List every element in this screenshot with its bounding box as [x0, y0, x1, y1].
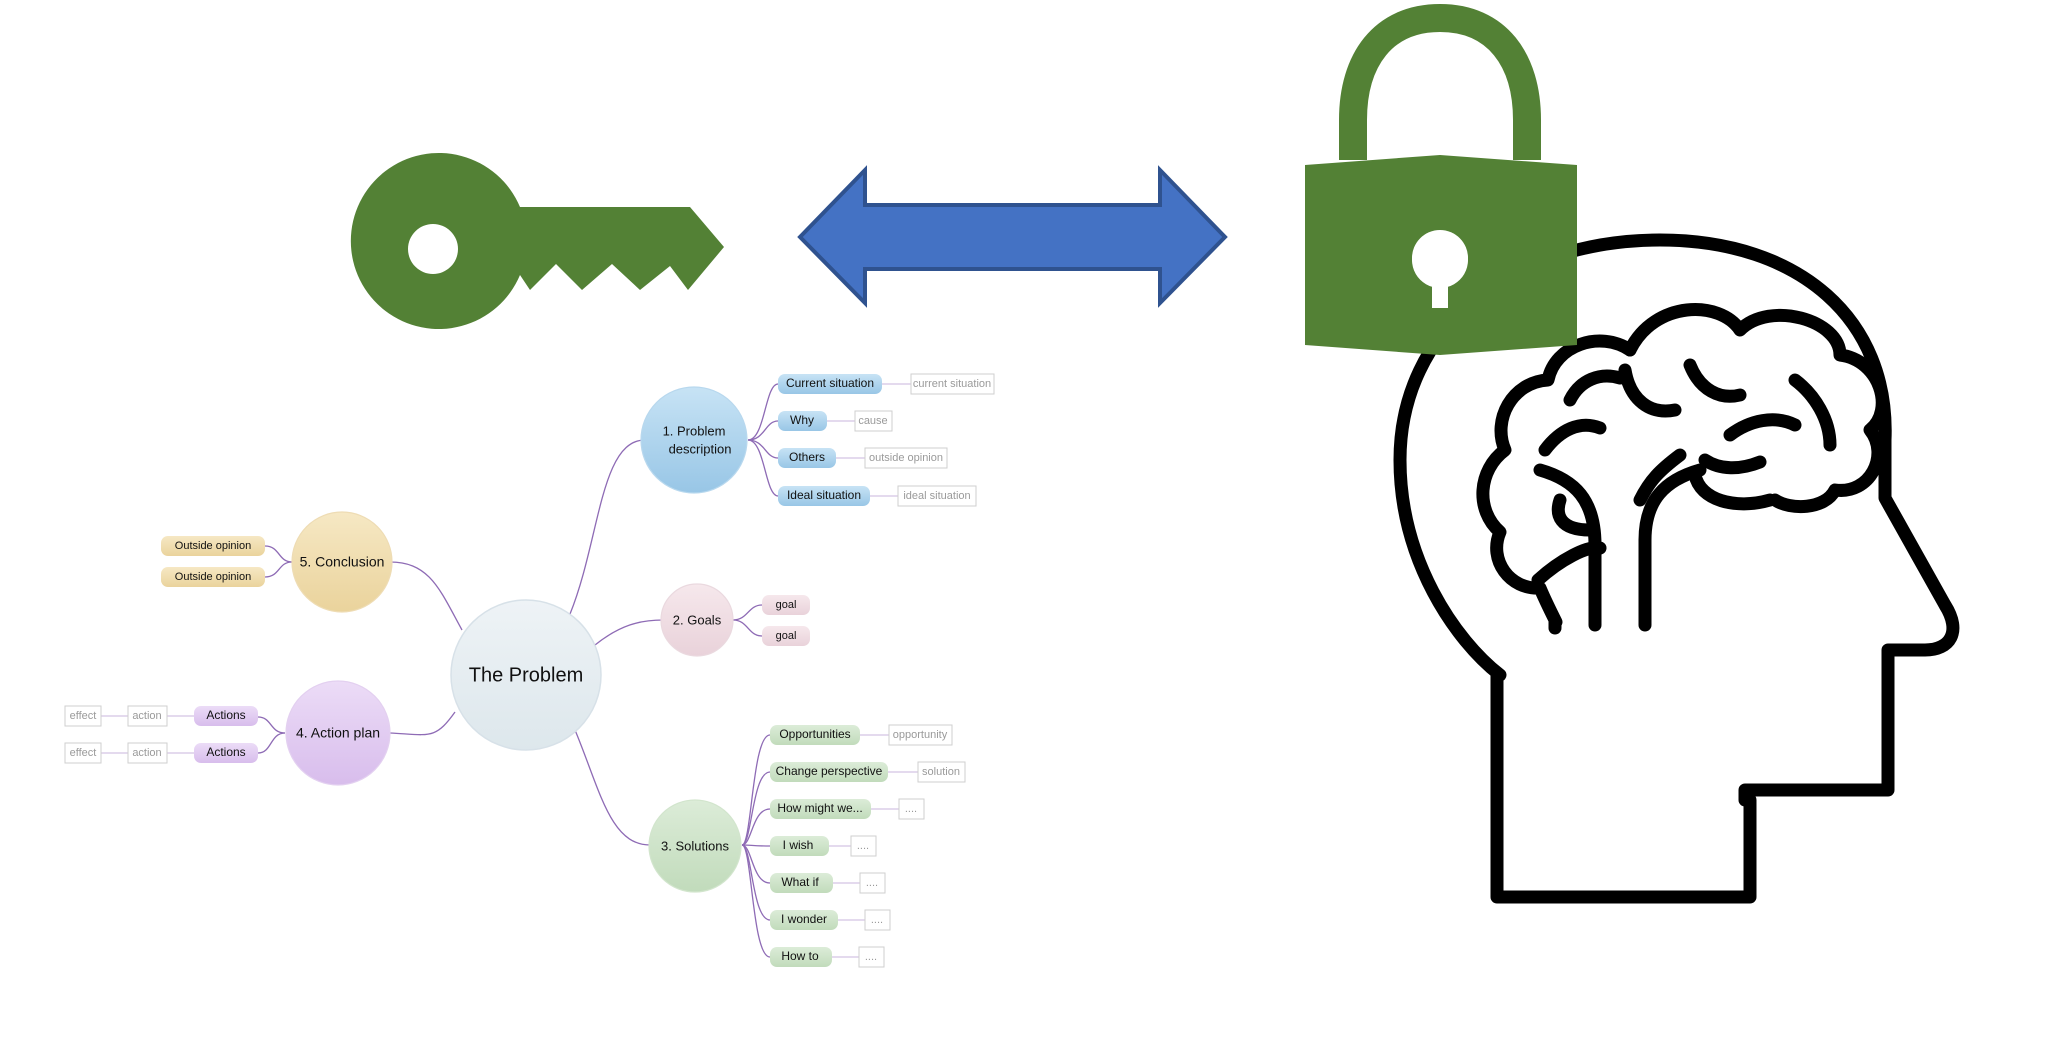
list-item[interactable]: I wonder: [770, 910, 838, 930]
branch-action-plan[interactable]: 4. Action plan: [285, 680, 391, 786]
list-item[interactable]: I wish: [770, 836, 829, 856]
branch-conclusion[interactable]: 5. Conclusion: [291, 511, 393, 613]
pill-label: I wonder: [781, 912, 827, 926]
action-items: Actions Actions action action effect eff…: [64, 705, 258, 764]
note-label: effect: [70, 747, 97, 759]
list-item[interactable]: What if: [770, 873, 833, 893]
list-item[interactable]: Outside opinion: [161, 567, 265, 587]
pill-label: How to: [781, 949, 819, 963]
head-brain-icon: [1393, 233, 1960, 904]
problem-items: Current situation Why Others Ideal situa…: [778, 373, 995, 507]
pill-label: What if: [781, 875, 819, 889]
note-box[interactable]: effect: [64, 705, 102, 727]
note-box[interactable]: ....: [850, 835, 877, 857]
list-item[interactable]: How might we...: [770, 799, 871, 819]
note-box[interactable]: ....: [858, 946, 885, 968]
note-box[interactable]: outside opinion: [864, 447, 948, 469]
leaf-connectors: [101, 383, 918, 958]
list-item[interactable]: Actions: [194, 706, 258, 726]
solution-items: Opportunities Change perspective How mig…: [770, 724, 966, 968]
list-item[interactable]: Current situation: [778, 374, 882, 394]
note-label: action: [132, 747, 161, 759]
note-label: action: [132, 710, 161, 722]
note-label: opportunity: [893, 729, 948, 741]
pill-label: Outside opinion: [175, 571, 251, 583]
list-item[interactable]: Others: [778, 448, 836, 468]
branch-label: 1. Problem: [663, 423, 726, 438]
pill-label: Why: [790, 413, 814, 427]
pill-label: Opportunities: [779, 727, 850, 741]
pill-label: Others: [789, 450, 825, 464]
list-item[interactable]: How to: [770, 947, 832, 967]
pill-label: Ideal situation: [787, 488, 861, 502]
note-label: ....: [857, 840, 869, 852]
center-label: The Problem: [469, 664, 584, 686]
padlock-icon: [1305, 3, 1577, 355]
pill-label: Actions: [206, 708, 245, 722]
mindmap: The Problem 1. Problem description Curre…: [64, 373, 995, 968]
branch-problem-description[interactable]: 1. Problem description: [640, 386, 748, 494]
list-item[interactable]: Ideal situation: [778, 486, 870, 506]
note-box[interactable]: effect: [64, 742, 102, 764]
center-node[interactable]: The Problem: [450, 599, 602, 751]
list-item[interactable]: goal: [762, 626, 810, 646]
list-item[interactable]: goal: [762, 595, 810, 615]
note-box[interactable]: opportunity: [888, 724, 953, 746]
note-label: ....: [905, 803, 917, 815]
note-box[interactable]: solution: [917, 761, 966, 783]
note-label: ....: [871, 914, 883, 926]
note-box[interactable]: ....: [864, 909, 891, 931]
branch-label: 4. Action plan: [296, 725, 380, 741]
pill-label: Current situation: [786, 376, 874, 390]
note-box[interactable]: ideal situation: [897, 485, 977, 507]
list-item[interactable]: Actions: [194, 743, 258, 763]
branch-label: 3. Solutions: [661, 838, 729, 853]
branch-solutions[interactable]: 3. Solutions: [648, 799, 742, 893]
note-label: ....: [865, 951, 877, 963]
note-box[interactable]: cause: [854, 410, 893, 432]
connectors: [257, 383, 779, 958]
branch-label: 2. Goals: [673, 612, 722, 627]
note-label: current situation: [913, 378, 991, 390]
pill-label: Outside opinion: [175, 540, 251, 552]
list-item[interactable]: Opportunities: [770, 725, 860, 745]
list-item[interactable]: Change perspective: [770, 762, 888, 782]
goal-items: goal goal: [762, 595, 810, 646]
pill-label: Change perspective: [776, 764, 883, 778]
branch-label: 5. Conclusion: [300, 554, 385, 570]
pill-label: How might we...: [777, 801, 862, 815]
branch-goals[interactable]: 2. Goals: [660, 583, 734, 657]
note-label: ideal situation: [903, 490, 970, 502]
branch-label: description: [669, 441, 732, 456]
pill-label: I wish: [783, 838, 814, 852]
note-label: cause: [858, 415, 887, 427]
note-box[interactable]: current situation: [910, 373, 995, 395]
list-item[interactable]: Why: [778, 411, 827, 431]
note-box[interactable]: ....: [859, 872, 886, 894]
key-icon: [350, 153, 724, 330]
note-label: solution: [922, 766, 960, 778]
note-box[interactable]: action: [127, 742, 168, 764]
double-arrow-icon: [797, 165, 1228, 308]
conclusion-items: Outside opinion Outside opinion: [161, 536, 265, 587]
note-label: ....: [866, 877, 878, 889]
note-box[interactable]: action: [127, 705, 168, 727]
list-item[interactable]: Outside opinion: [161, 536, 265, 556]
note-box[interactable]: ....: [898, 798, 925, 820]
pill-label: Actions: [206, 745, 245, 759]
note-label: effect: [70, 710, 97, 722]
pill-label: goal: [776, 599, 797, 611]
pill-label: goal: [776, 630, 797, 642]
note-label: outside opinion: [869, 452, 943, 464]
